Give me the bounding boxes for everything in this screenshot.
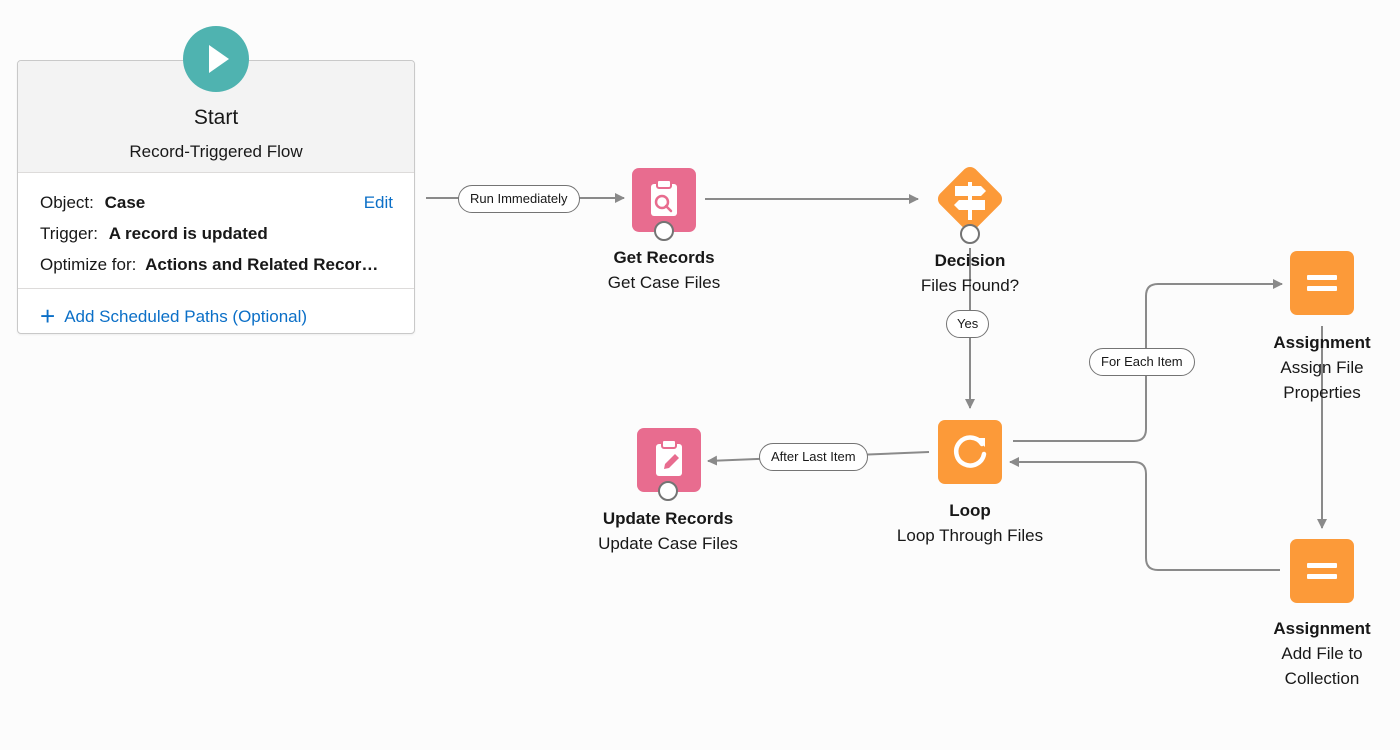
node-type: Assignment [1273,333,1371,352]
update-records-label: Update Records Update Case Files [558,506,778,556]
update-records-connector-handle[interactable] [658,481,678,501]
assign-file-properties-element[interactable] [1290,251,1354,315]
object-value: Case [104,193,146,212]
node-name-line1: Add File to [1281,644,1363,663]
node-name: Update Case Files [598,534,738,553]
edit-link[interactable]: Edit [363,193,393,212]
record-lookup-icon [651,179,677,216]
trigger-row: Trigger: A record is updated [40,224,268,244]
decision-connector-handle[interactable] [960,224,980,244]
node-name-line2: Collection [1284,669,1360,688]
node-name: Loop Through Files [896,526,1044,545]
for-each-item-pill[interactable]: For Each Item [1089,348,1195,376]
assign-file-properties-label: Assignment Assign File Properties [1212,330,1400,405]
start-subtitle: Record-Triggered Flow [129,142,303,161]
node-type: Assignment [1273,619,1371,638]
start-element-card[interactable]: Start Record-Triggered Flow Object: Case… [17,60,415,334]
node-name-line2: Properties [1283,383,1361,402]
node-name: Get Case Files [607,273,721,292]
decision-element[interactable] [927,156,1013,242]
node-type: Loop [949,501,991,520]
get-records-label: Get Records Get Case Files [554,245,774,295]
assignment-icon [1307,275,1337,291]
add-scheduled-paths-label: Add Scheduled Paths (Optional) [64,307,308,326]
get-records-connector-handle[interactable] [654,221,674,241]
plus-icon: + [40,301,56,331]
add-file-to-collection-label: Assignment Add File to Collection [1212,616,1400,691]
node-type: Get Records [613,248,715,267]
start-title: Start [193,106,239,129]
yes-pill[interactable]: Yes [946,310,990,338]
run-immediately-pill[interactable]: Run Immediately [458,185,580,213]
assignment-icon [1307,563,1337,579]
loop-icon [954,435,987,468]
card-divider [18,288,414,289]
trigger-label: Trigger: [40,224,98,243]
add-scheduled-paths-link[interactable]: + Add Scheduled Paths (Optional) [40,301,307,332]
node-type: Update Records [602,509,734,528]
object-label: Object: [40,193,94,212]
decision-label: Decision Files Found? [860,248,1080,298]
optimize-row: Optimize for: Actions and Related Recor… [40,255,378,275]
node-type: Decision [934,251,1006,270]
object-row: Object: Case [40,193,145,213]
play-icon[interactable] [183,26,249,92]
loop-element[interactable] [938,420,1002,484]
decision-signpost-icon [937,166,1003,232]
node-name: Files Found? [920,276,1020,295]
optimize-label: Optimize for: [40,255,137,274]
after-last-item-pill[interactable]: After Last Item [759,443,868,471]
optimize-value: Actions and Related Recor… [145,255,379,274]
record-update-icon [656,439,682,476]
node-name-line1: Assign File [1280,358,1364,377]
add-file-to-collection-element[interactable] [1290,539,1354,603]
connector-add-file-to-loop [1009,457,1280,571]
trigger-value: A record is updated [108,224,268,243]
loop-label: Loop Loop Through Files [860,498,1080,548]
